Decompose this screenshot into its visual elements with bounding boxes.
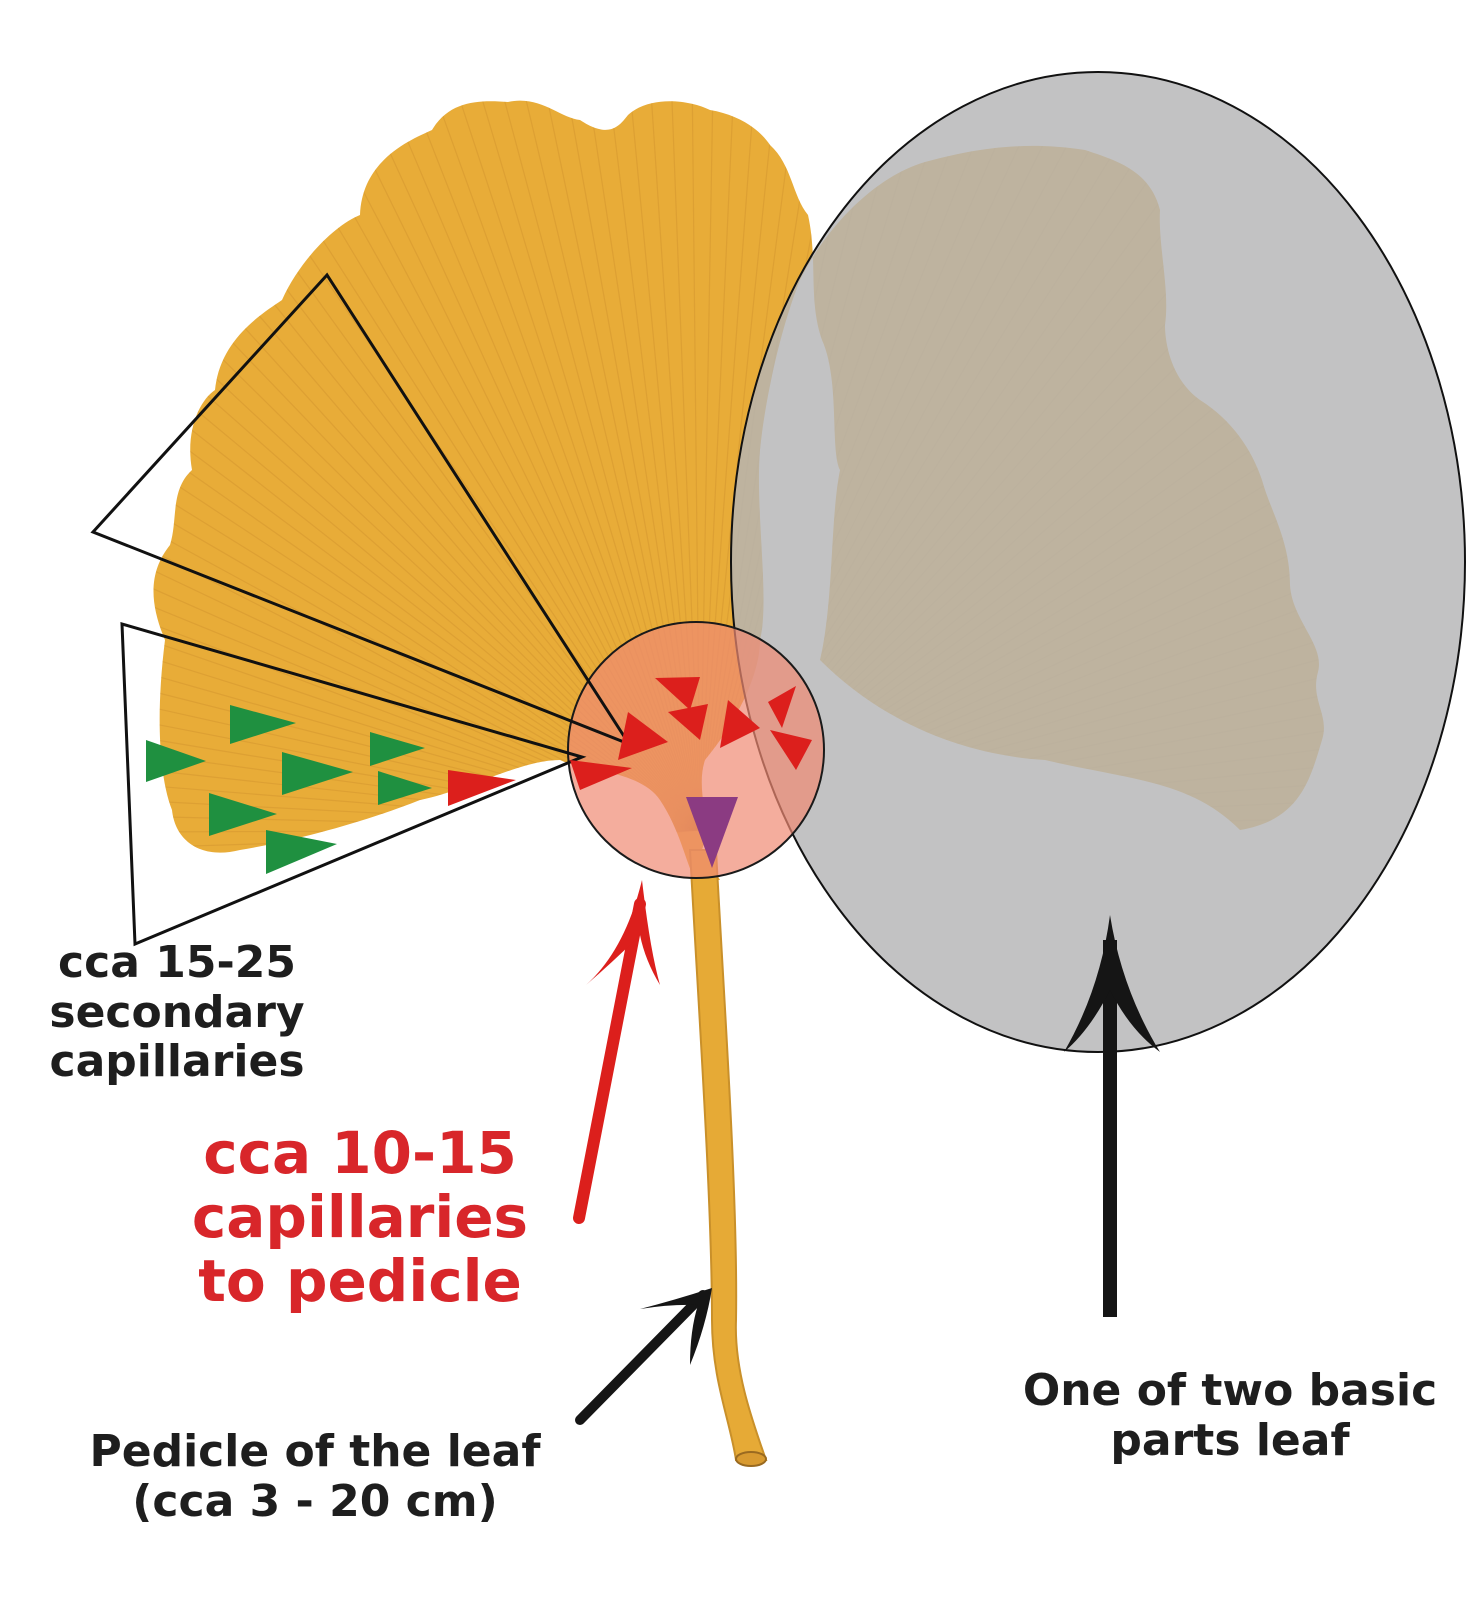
capillaries-to-pedicle-label: cca 10-15 capillaries to pedicle (150, 1119, 570, 1315)
green-marker (209, 793, 277, 836)
leaf-half-highlight (730, 71, 1466, 1053)
label-line: capillaries (191, 1182, 529, 1251)
secondary-capillaries-label: cca 15-25 secondary capillaries (22, 938, 332, 1087)
label-line: cca 15-25 (58, 937, 296, 988)
upper-sector-outline (90, 272, 633, 748)
label-line: parts leaf (1110, 1414, 1350, 1466)
label-line: capillaries (49, 1036, 305, 1088)
purple-marker (686, 797, 738, 868)
leaf-vein (153, 829, 701, 880)
label-line: One of two basic (1022, 1365, 1438, 1416)
basic-part-arrow (1064, 915, 1160, 1317)
label-line: secondary (49, 986, 305, 1038)
leaf-vein (153, 829, 701, 834)
leaf-vein (153, 420, 701, 831)
red-marker (768, 686, 796, 728)
red-marker (720, 700, 760, 748)
leaf-pedicle (688, 849, 768, 1461)
green-marker (378, 771, 432, 805)
basic-part-label: One of two basic parts leaf (985, 1366, 1475, 1465)
green-marker (146, 740, 206, 782)
lower-sector-outline (120, 621, 587, 947)
red-marker (448, 770, 516, 806)
red-arrow (573, 880, 660, 1224)
secondary-capillary-markers (146, 705, 432, 874)
red-marker (655, 677, 700, 710)
pedicle-arrow (575, 1288, 712, 1425)
red-marker (570, 760, 632, 790)
label-line: cca 10-15 (203, 1119, 517, 1187)
label-line: (cca 3 - 20 cm) (132, 1475, 498, 1527)
green-marker (370, 732, 425, 766)
leaf-vein (153, 829, 701, 880)
pedicle-label: Pedicle of the leaf (cca 3 - 20 cm) (50, 1427, 580, 1526)
pedicle-tip (735, 1451, 767, 1467)
red-marker (770, 730, 812, 770)
junction-highlight-circle (567, 621, 825, 879)
green-marker (266, 830, 337, 874)
red-marker (618, 712, 668, 760)
label-line: to pedicle (198, 1246, 522, 1315)
green-marker (282, 752, 353, 795)
pedicle-capillary-markers (448, 677, 812, 806)
green-marker (230, 705, 296, 744)
label-line: Pedicle of the leaf (89, 1426, 541, 1477)
red-marker (668, 704, 708, 740)
